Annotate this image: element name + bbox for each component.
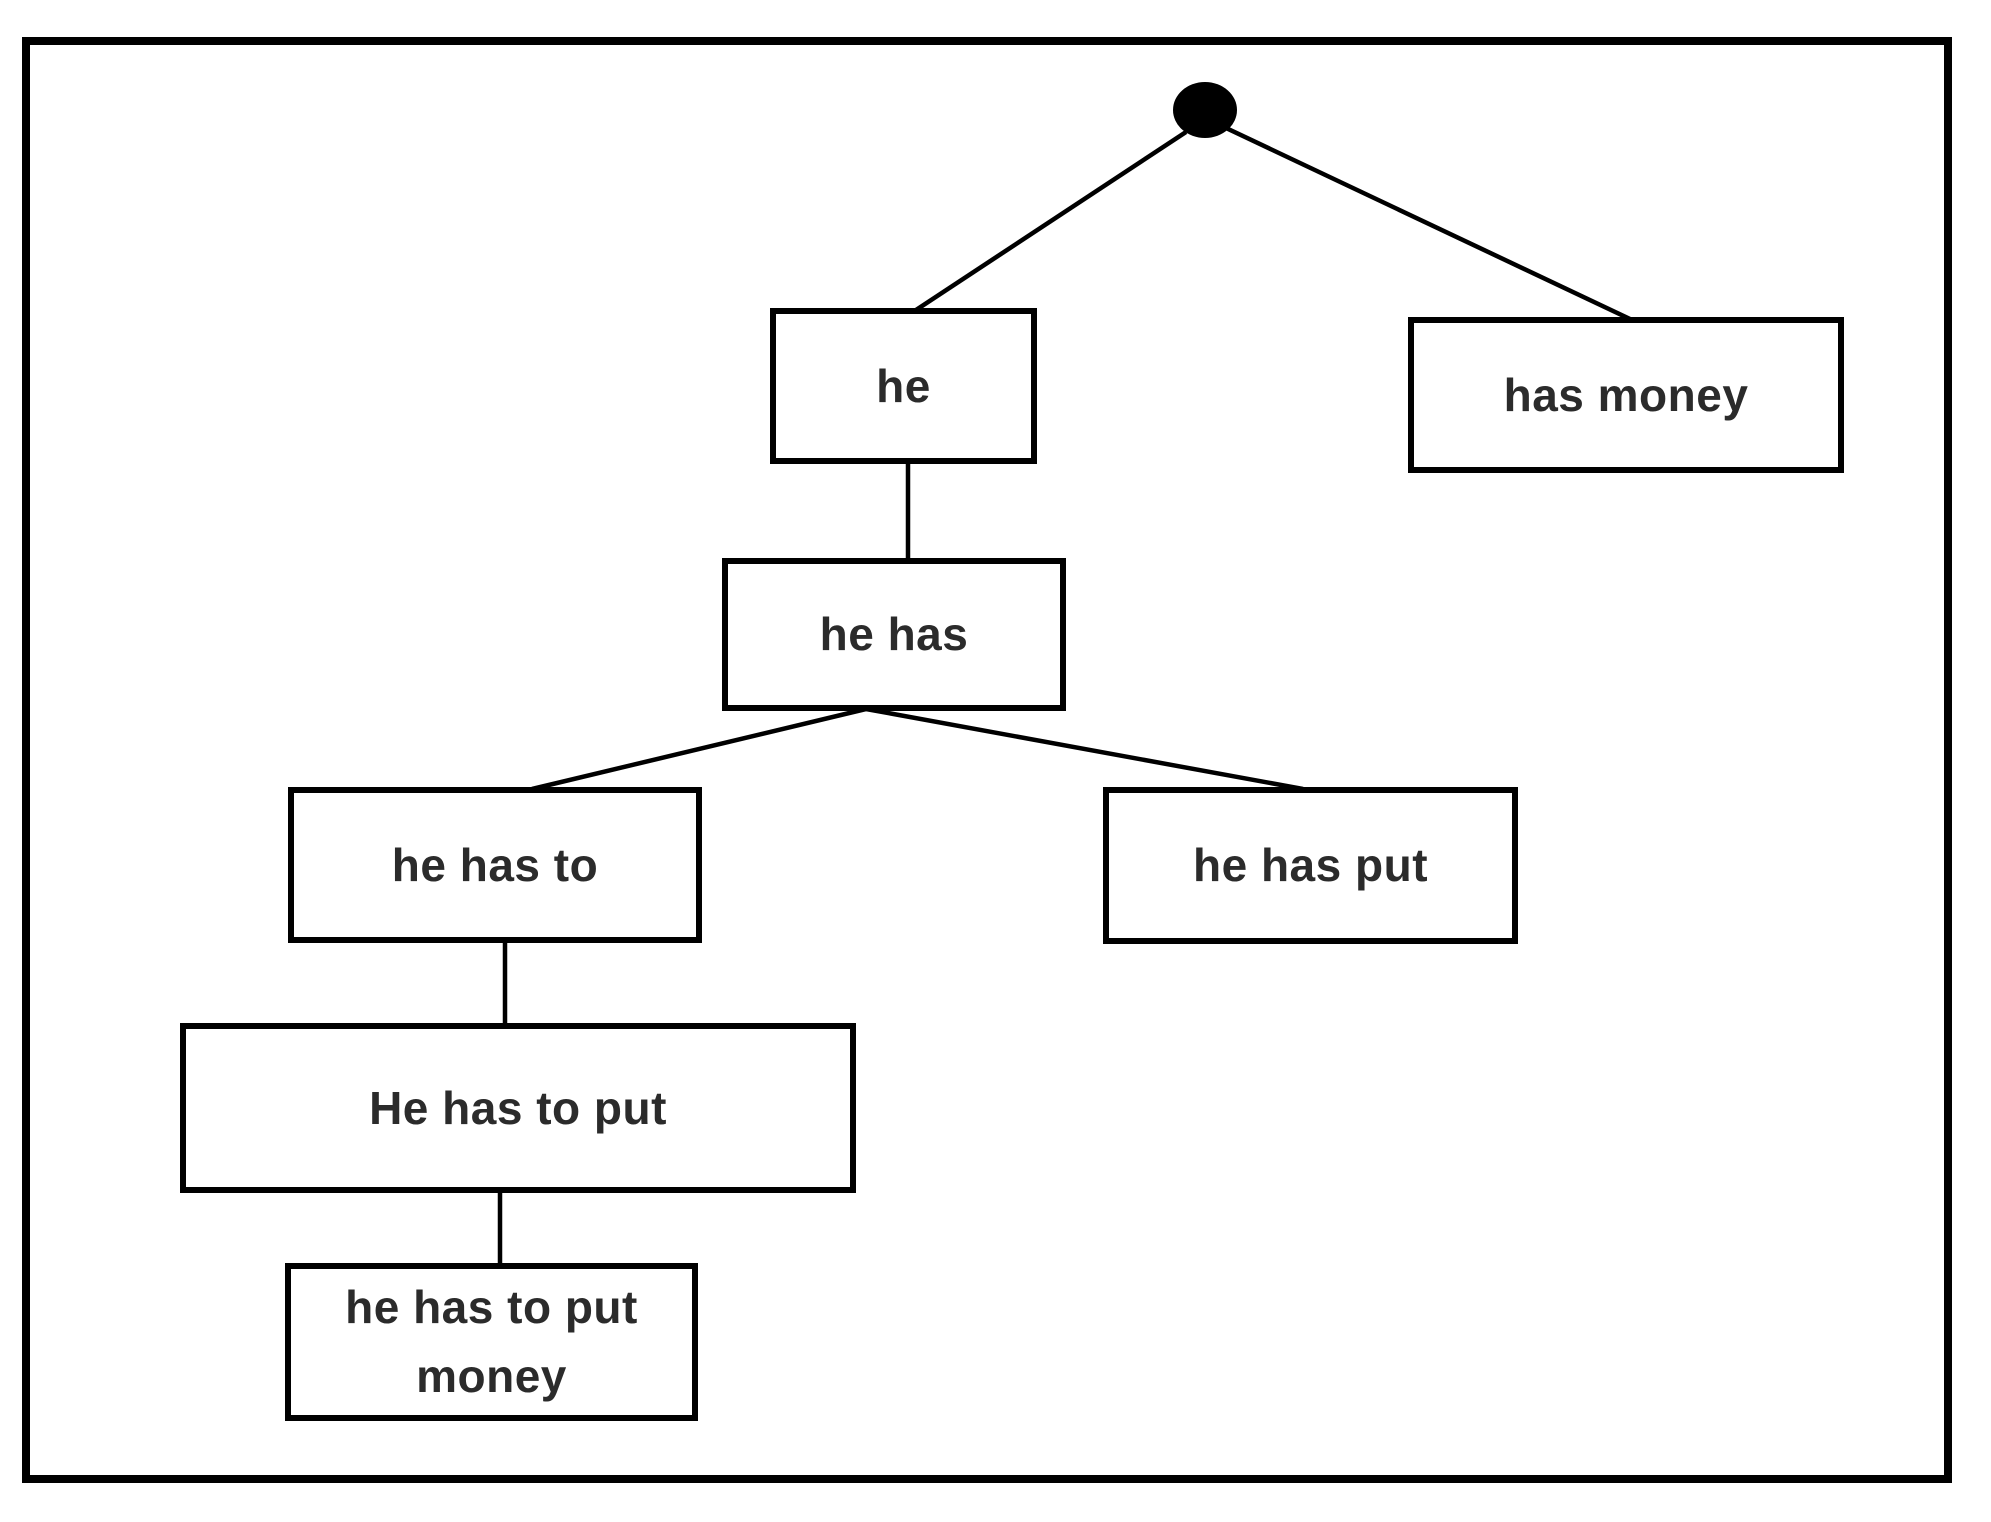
node-he-has-label: he has — [819, 608, 969, 660]
node-he-has-to-put-money-line1: he has to put — [345, 1281, 638, 1333]
node-he-has-to-put-money-line2: money — [416, 1350, 567, 1402]
node-he-has: he has — [722, 558, 1066, 711]
diagram-outer-border — [22, 37, 1952, 1483]
node-he-label: he — [876, 359, 931, 412]
node-he-has-to-put-money: he has to put money — [285, 1263, 698, 1421]
node-he-has-put: he has put — [1103, 787, 1518, 944]
edge-he-has-he-has-put — [865, 706, 1304, 792]
edge-he-has-he-has-to — [531, 706, 867, 792]
node-has-money: has money — [1408, 317, 1844, 473]
node-he: he — [770, 308, 1037, 464]
node-he-has-to-put-label: He has to put — [369, 1081, 667, 1134]
node-he-has-to-put-money-label: he has to put money — [345, 1273, 638, 1411]
root-node-dot — [1173, 82, 1237, 138]
node-he-has-to-label: he has to — [391, 838, 599, 891]
edge-root-has-money — [1225, 125, 1631, 322]
node-he-has-to: he has to — [288, 787, 702, 943]
node-he-has-to-put: He has to put — [180, 1023, 856, 1193]
edge-root-he — [914, 130, 1188, 312]
node-he-has-put-label: he has put — [1192, 839, 1429, 891]
node-has-money-label: has money — [1503, 368, 1749, 421]
